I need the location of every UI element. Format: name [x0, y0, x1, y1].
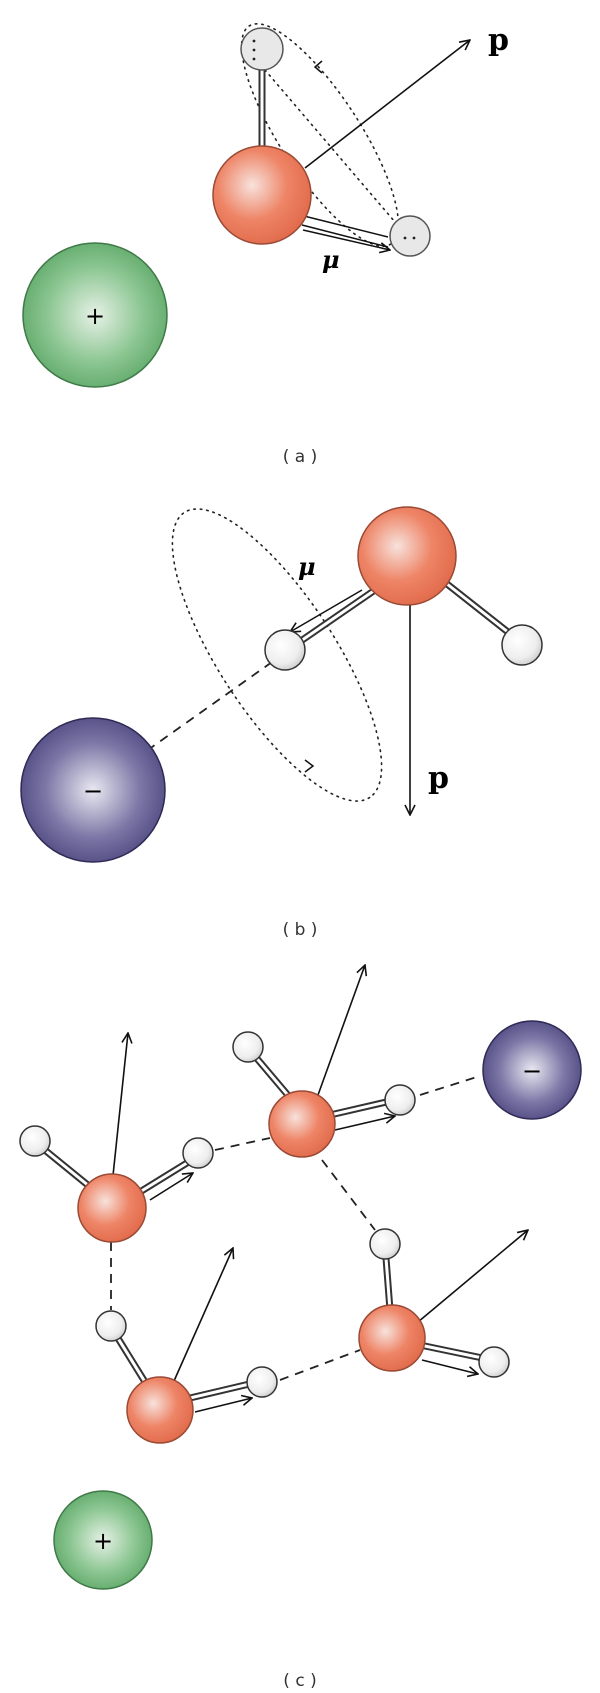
panel-c-caption: ( c ) — [283, 1671, 316, 1691]
dipole-arrow — [194, 1398, 252, 1413]
dipole-mu-arrow — [299, 214, 390, 250]
hydrogen-atom — [95, 1310, 127, 1342]
hydrogen-dot — [412, 236, 416, 240]
hydrogen-atom — [501, 624, 543, 666]
hydrogen-atom — [478, 1346, 510, 1378]
hydrogen-atom — [246, 1366, 278, 1398]
hydrogen-atom — [264, 629, 306, 671]
p-label: p — [488, 23, 509, 58]
oxygen-atom — [212, 145, 312, 245]
anion-sign: − — [83, 777, 103, 805]
mu-label: μ — [298, 552, 316, 581]
anion-sign: − — [522, 1057, 542, 1085]
hydrogen-atom — [369, 1228, 401, 1260]
panel-b-caption: ( b ) — [283, 920, 318, 940]
dipole-arrow — [334, 1116, 395, 1131]
oxygen-atom — [268, 1090, 336, 1158]
panel-c: − + ( c ) — [19, 965, 582, 1691]
p-label: p — [428, 761, 449, 796]
polarization-arrow — [169, 1248, 233, 1391]
hydrogen-atom — [389, 215, 431, 257]
panel-b: μ p − ( b ) — [20, 506, 543, 940]
hydrogen-dot — [252, 48, 256, 52]
dipole-mu-arrow — [290, 589, 363, 632]
hydrogen-dot — [252, 39, 256, 43]
hydrogen-bond — [419, 1075, 481, 1096]
polarization-p-arrow — [304, 40, 470, 169]
hydrogen-bond — [321, 1159, 376, 1231]
cation-ion — [53, 1490, 153, 1590]
hydrogen-atom — [232, 1031, 264, 1063]
oxygen-atom — [357, 506, 457, 606]
cation-ion — [22, 242, 168, 388]
hydrogen-dot — [403, 236, 407, 240]
cation-sign: + — [85, 302, 105, 330]
anion-ion — [20, 717, 166, 863]
anion-ion — [482, 1020, 582, 1120]
hydrogen-bond — [214, 1137, 271, 1151]
polarization-arrow — [317, 965, 365, 1096]
polarization-arrow — [417, 1230, 528, 1323]
polarization-arrow — [111, 1033, 128, 1186]
panel-a-caption: ( a ) — [283, 447, 318, 467]
rotation-direction-mark — [304, 759, 315, 773]
cation-sign: + — [93, 1527, 113, 1555]
dipole-arrow — [149, 1173, 193, 1201]
mu-label: μ — [322, 245, 340, 274]
hydrogen-dot — [252, 57, 256, 61]
hydrogen-bond — [144, 661, 273, 753]
hydrogen-atom — [19, 1125, 51, 1157]
rotation-direction-mark — [313, 60, 323, 74]
panel-a: p μ + ( a ) — [22, 23, 509, 467]
hydrogen-atom — [384, 1084, 416, 1116]
precession-ellipse — [171, 508, 383, 802]
dipole-arrow — [421, 1359, 478, 1374]
oxygen-atom — [77, 1173, 147, 1243]
hydrogen-path-line — [264, 69, 396, 223]
hydrogen-atom — [182, 1137, 214, 1169]
oxygen-atom — [358, 1304, 426, 1372]
hydrogen-atom — [240, 27, 284, 71]
hydrogen-bond — [279, 1349, 361, 1381]
oxygen-atom — [126, 1376, 194, 1444]
